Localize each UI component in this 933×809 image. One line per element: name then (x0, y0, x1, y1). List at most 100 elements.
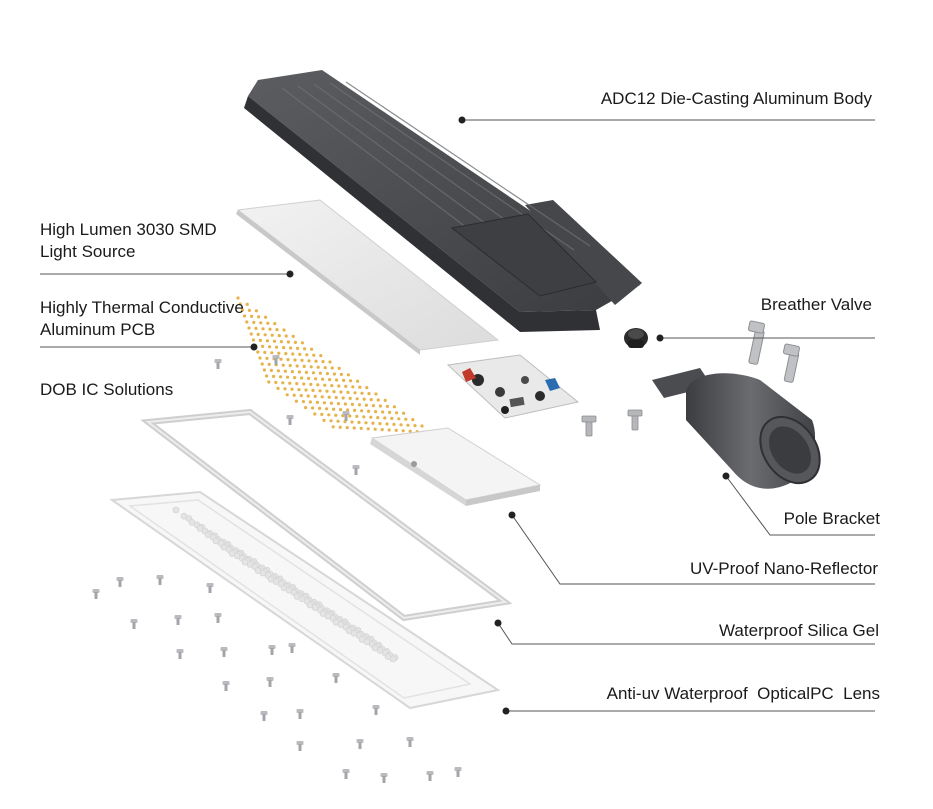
led-dot (311, 406, 315, 410)
led-dot (387, 428, 391, 432)
led-dot (392, 422, 396, 426)
led-dot (251, 338, 255, 342)
led-dot (268, 345, 272, 349)
led-dot (272, 374, 276, 378)
led-dot (362, 397, 366, 401)
label-breather-valve: Breather Valve (760, 295, 872, 314)
led-dot (311, 388, 315, 392)
screw (130, 619, 138, 629)
screw (214, 613, 222, 623)
led-dot (338, 425, 342, 429)
led-dot (284, 352, 288, 356)
screw (332, 673, 340, 683)
led-dot (339, 408, 343, 412)
led-dot (285, 393, 289, 397)
led-dot (265, 374, 269, 378)
led-dot (236, 296, 240, 300)
led-dot (286, 340, 290, 344)
led-dot (252, 320, 256, 324)
lens-dimple (267, 575, 275, 583)
led-dot (300, 341, 304, 345)
led-dot (286, 375, 290, 379)
led-dot (336, 402, 340, 406)
screw (272, 355, 280, 365)
led-dot (309, 382, 313, 386)
led-dot (332, 407, 336, 411)
led-dot (373, 427, 377, 431)
lens-dimple (196, 525, 204, 532)
led-dot (334, 396, 338, 400)
led-dot (245, 302, 249, 306)
lens-dimple (384, 653, 392, 660)
leader-lines (40, 119, 875, 712)
led-dot (247, 308, 251, 312)
led-dot (332, 372, 336, 376)
led-dot (291, 334, 295, 338)
label-pole-bracket: Pole Bracket (783, 509, 880, 528)
led-dot (348, 396, 352, 400)
led-dot (320, 395, 324, 399)
screw (220, 647, 228, 657)
led-dot (408, 429, 412, 433)
led-dot (307, 359, 311, 363)
led-dot (315, 400, 319, 404)
silica-gel-frame (140, 408, 513, 622)
led-dot (273, 322, 277, 326)
led-dot (279, 340, 283, 344)
led-dot (254, 326, 258, 330)
lens-dimple (188, 519, 196, 526)
led-dot (342, 378, 346, 382)
led-dot (301, 400, 305, 404)
led-dot (261, 327, 265, 331)
led-dot (325, 407, 329, 411)
led-dot (394, 428, 398, 432)
led-dot (245, 320, 249, 324)
screw (266, 677, 274, 687)
dot-breather-valve (656, 334, 664, 342)
dot-pole-bracket (722, 472, 730, 480)
led-dot (243, 314, 247, 318)
led-dot (358, 385, 362, 389)
led-dot (316, 365, 320, 369)
led-dot (275, 328, 279, 332)
led-dot (323, 383, 327, 387)
lens-dimple (172, 506, 180, 514)
led-dot (282, 328, 286, 332)
led-dot (295, 382, 299, 386)
led-dot (413, 424, 417, 428)
led-dot (259, 321, 263, 325)
screw (206, 583, 214, 593)
screw (176, 649, 184, 659)
led-dot (380, 428, 384, 432)
led-dot (367, 392, 371, 396)
led-dot (325, 389, 329, 393)
led-dot (350, 402, 354, 406)
led-dot (286, 358, 290, 362)
led-dot (250, 314, 254, 318)
lens-dimple (212, 537, 220, 545)
lens-dimple (228, 550, 236, 557)
led-dot (296, 346, 300, 350)
led-dot (292, 393, 296, 397)
breather-valve-part (624, 328, 648, 348)
led-dot (374, 410, 378, 414)
screw (454, 767, 462, 777)
dot-reflector (508, 511, 516, 519)
led-dot (284, 334, 288, 338)
label-aluminum-body: ADC12 Die-Casting Aluminum Body (600, 89, 872, 108)
dot-lens (502, 707, 510, 715)
led-dot (256, 350, 260, 354)
label-silica-gel: Waterproof Silica Gel (719, 621, 879, 640)
led-dot (341, 396, 345, 400)
led-dot (349, 379, 353, 383)
led-dot (277, 351, 281, 355)
driver-board (446, 354, 580, 419)
lens-dimple (293, 593, 301, 600)
led-dot (385, 404, 389, 408)
label-reflector: UV-Proof Nano-Reflector (689, 559, 878, 578)
led-dot (288, 381, 292, 385)
led-dot (348, 414, 352, 418)
led-dot (276, 369, 280, 373)
led-dot (261, 344, 265, 348)
led-dot (328, 378, 332, 382)
